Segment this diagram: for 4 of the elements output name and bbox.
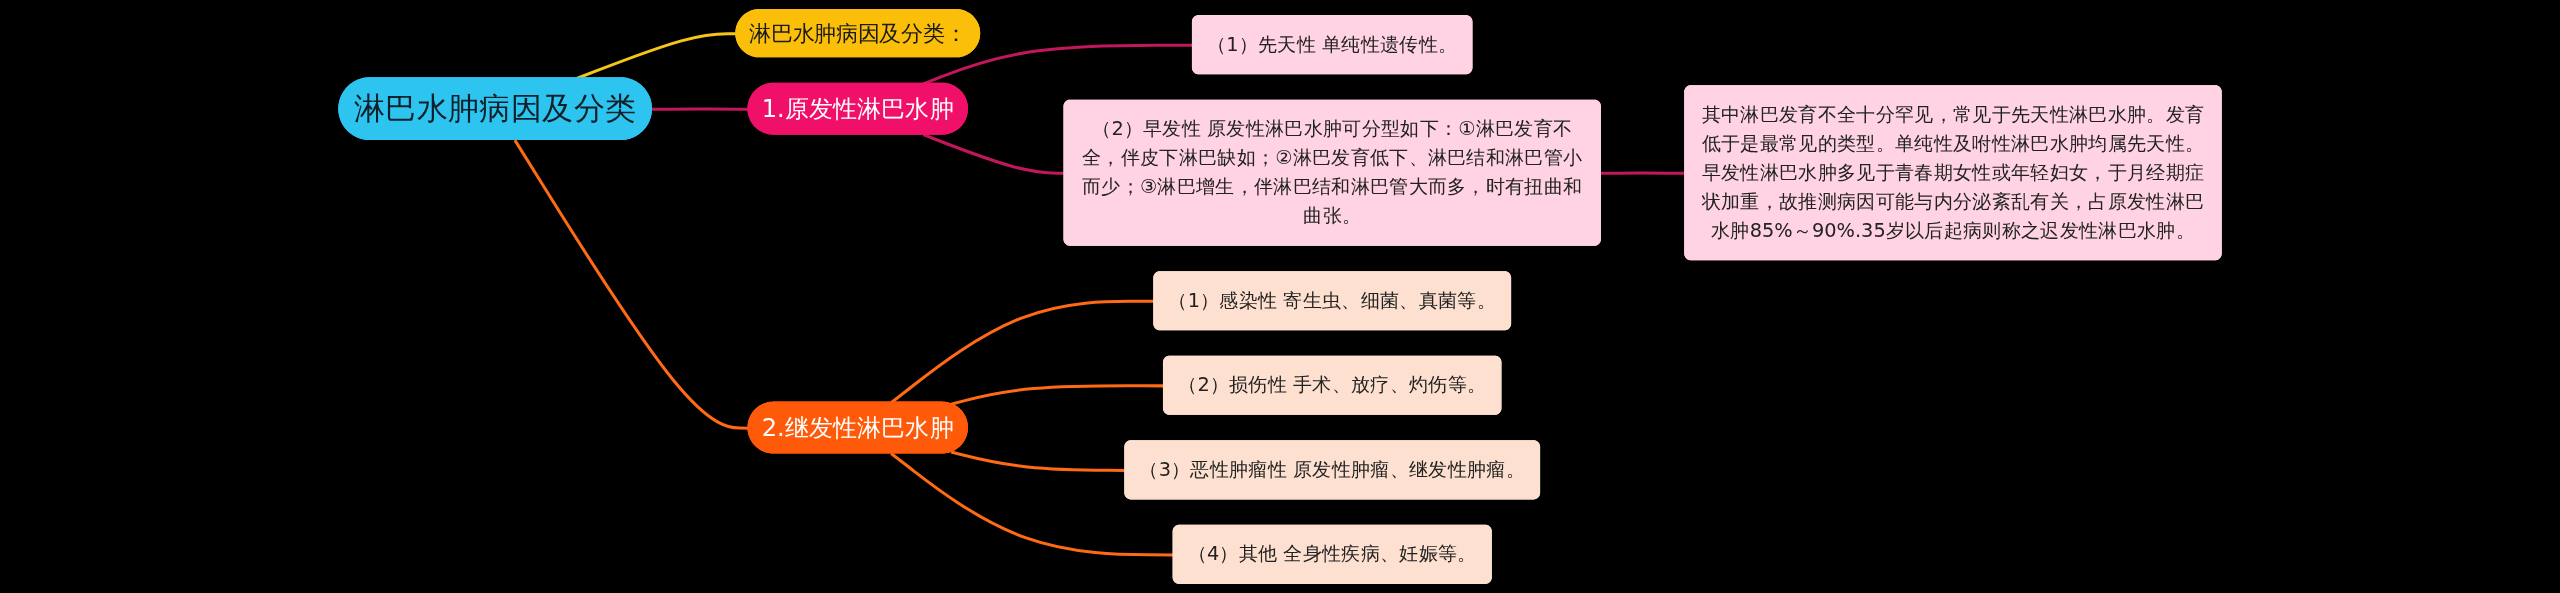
connector (651, 107, 749, 111)
connector (922, 133, 1065, 175)
connector (890, 452, 1174, 557)
connector (513, 139, 749, 430)
